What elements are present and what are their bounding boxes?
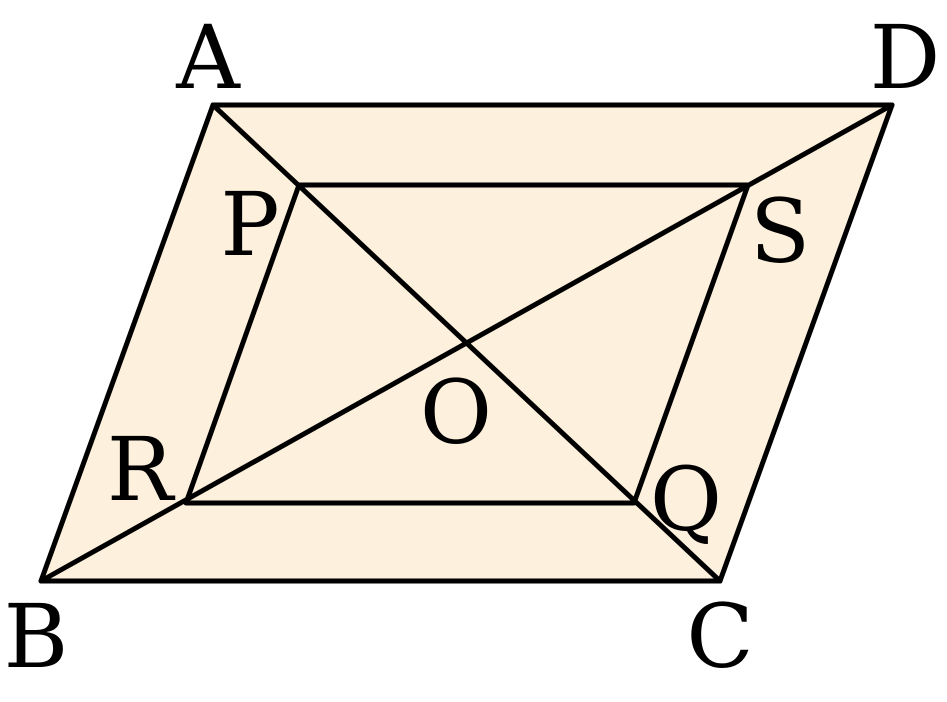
label-b: B: [4, 585, 69, 688]
diagonal-bd: [38, 102, 895, 584]
label-o: O: [420, 361, 492, 464]
label-a: A: [175, 6, 241, 109]
label-c: C: [686, 585, 753, 688]
label-r: R: [107, 418, 176, 521]
label-s: S: [750, 180, 810, 283]
label-q: Q: [650, 448, 722, 551]
label-p: P: [220, 173, 279, 276]
label-d: D: [870, 6, 941, 109]
